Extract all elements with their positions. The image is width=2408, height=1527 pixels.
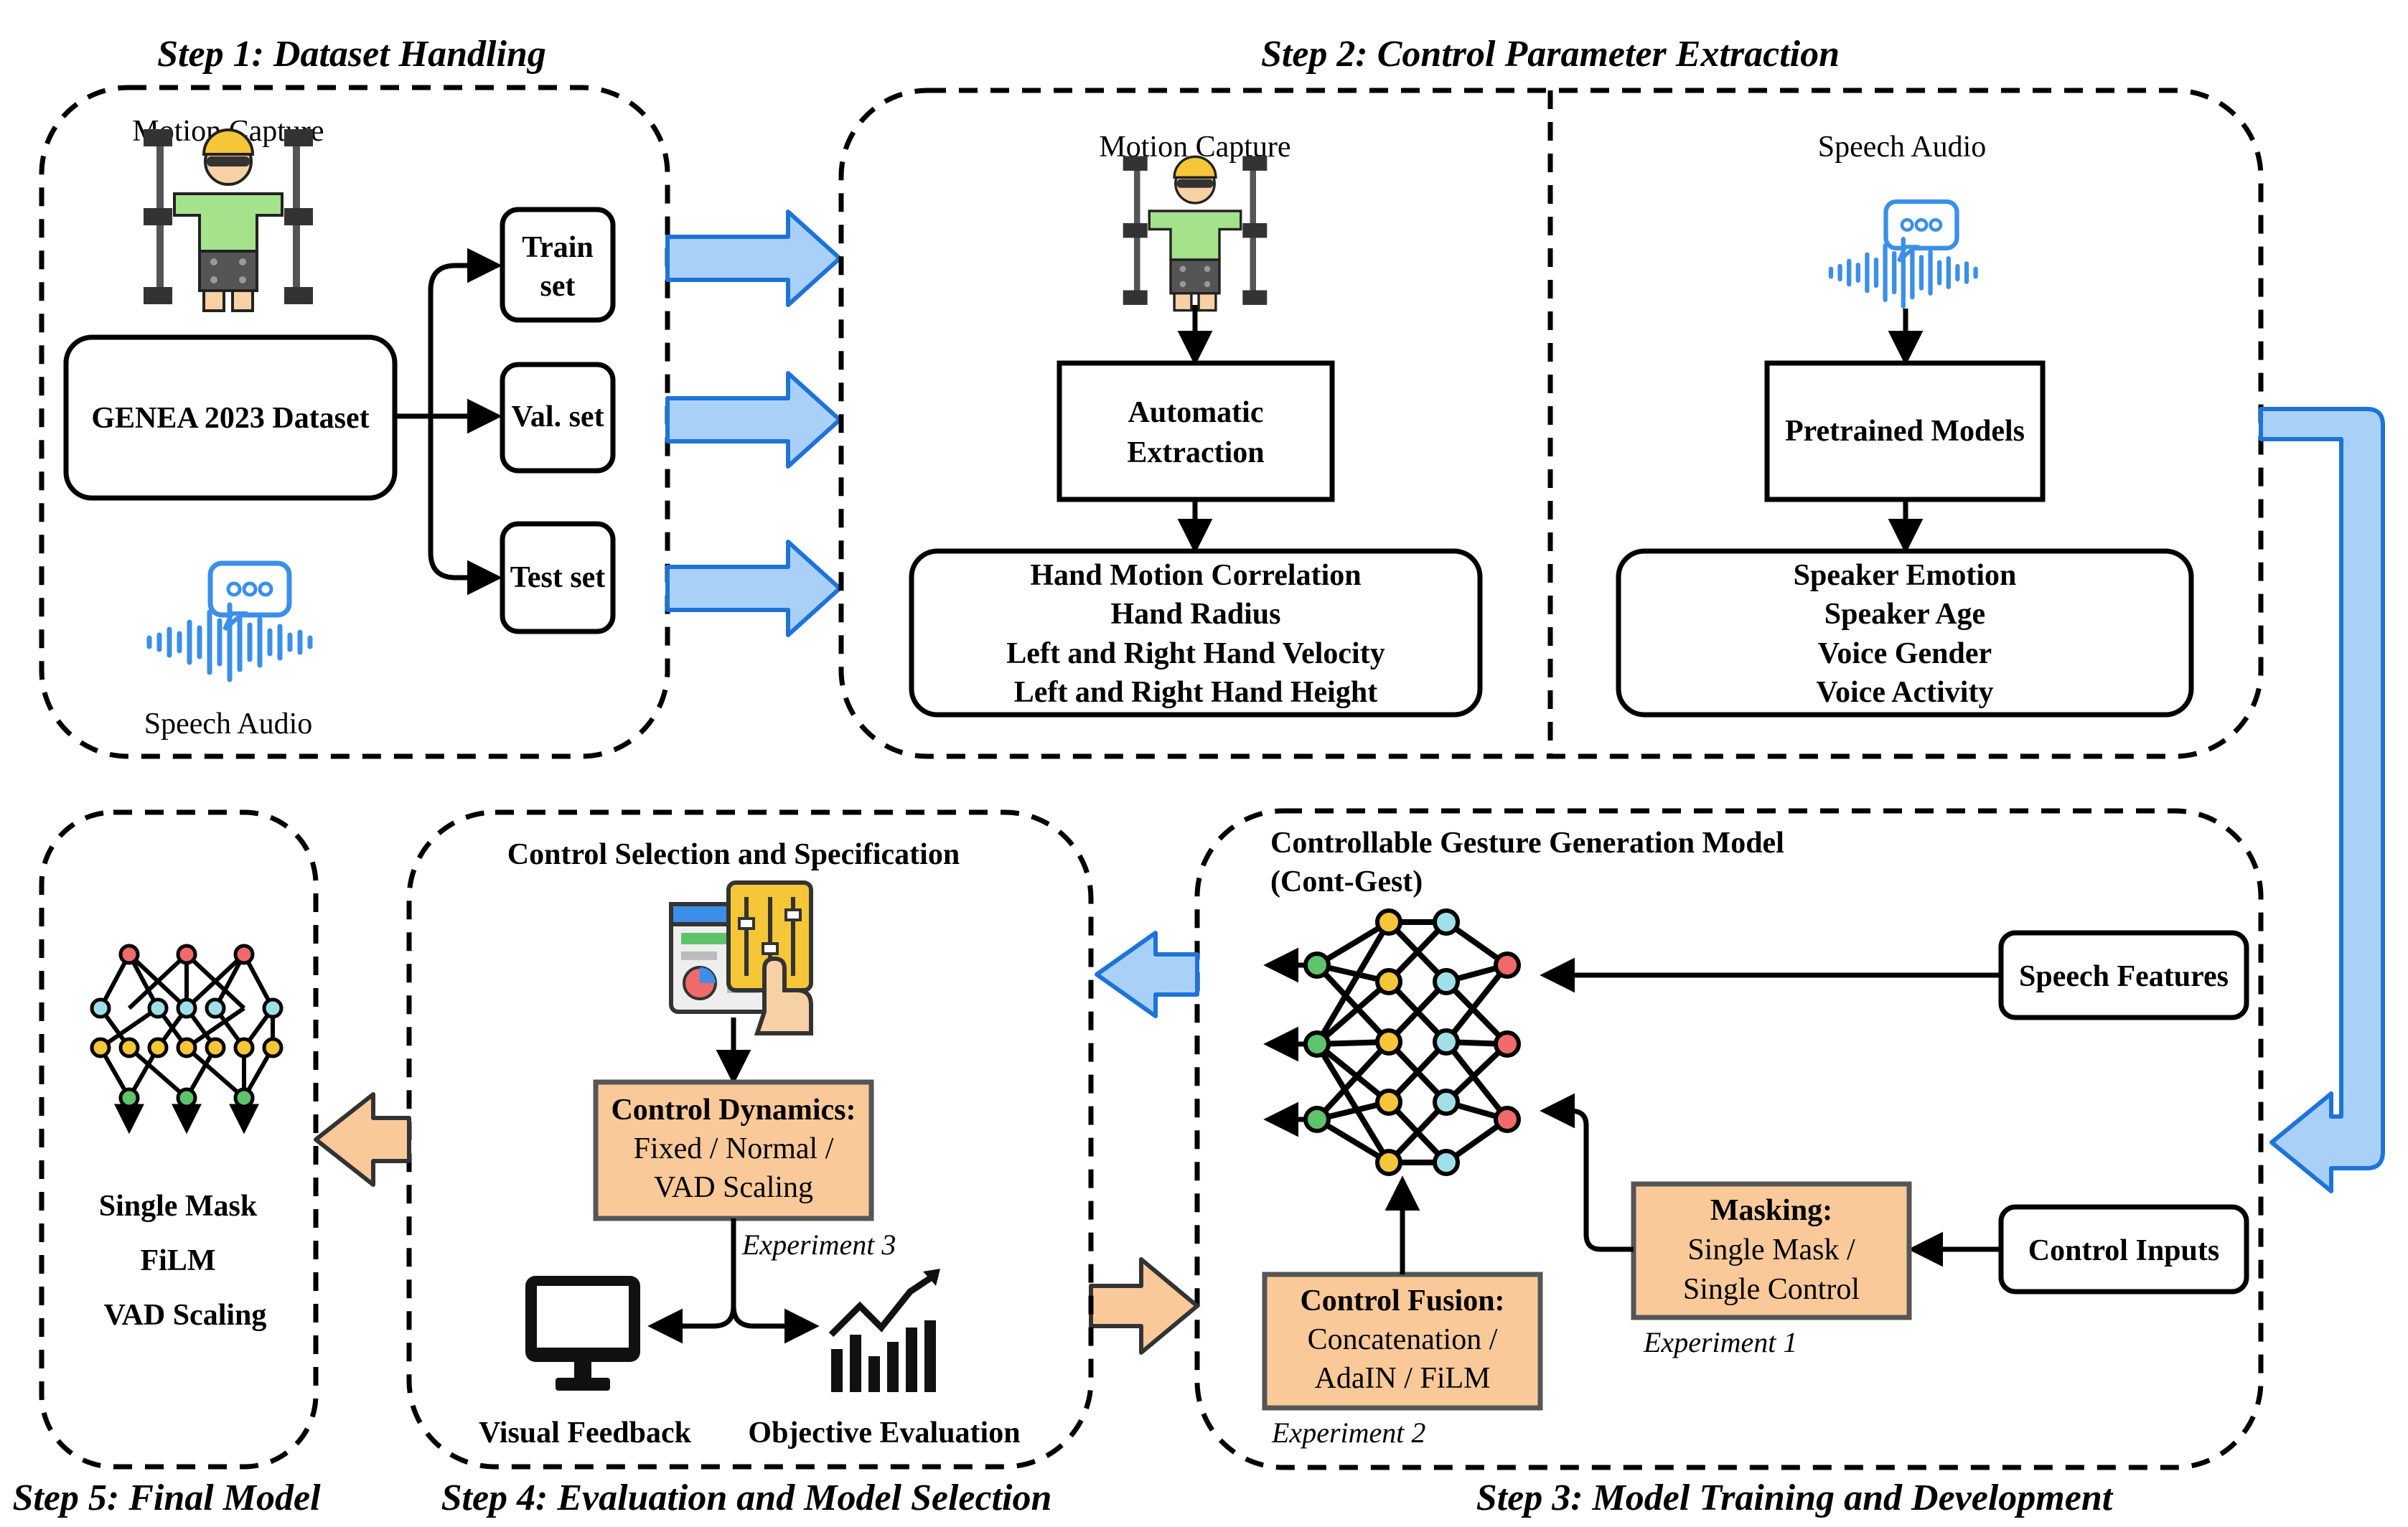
final-model-item-1: Single Mask xyxy=(99,1190,258,1223)
val-set-box xyxy=(500,362,616,474)
final-model-item-2: FiLM xyxy=(141,1244,216,1277)
masking-line-1: Single Mask / xyxy=(1687,1234,1855,1267)
masking-to-network-arrow xyxy=(1540,1093,1634,1252)
speech-param-2: Speaker Age xyxy=(1824,598,1985,631)
dynamics-line-1: Fixed / Normal / xyxy=(634,1132,834,1165)
speech-param-1: Speaker Emotion xyxy=(1794,559,2017,592)
blue-arrow-train xyxy=(665,210,842,307)
step4-section-title: Control Selection and Specification xyxy=(507,838,960,871)
blue-arrow-test xyxy=(665,540,842,637)
bar-chart-icon xyxy=(828,1269,940,1392)
dynamics-line-2: VAD Scaling xyxy=(654,1171,813,1204)
step2-audio-label: Speech Audio xyxy=(1818,131,1986,164)
objective-eval-label: Objective Evaluation xyxy=(748,1416,1020,1450)
monitor-icon xyxy=(525,1276,640,1391)
step1-audio-label: Speech Audio xyxy=(144,708,312,741)
extraction-label-1: Automatic xyxy=(1128,396,1264,429)
masking-box xyxy=(1631,1181,1912,1320)
orange-arrow-step4-to-step3 xyxy=(1089,1257,1199,1355)
final-model-item-3: VAD Scaling xyxy=(104,1299,267,1332)
motion-param-4: Left and Right Hand Height xyxy=(1014,676,1377,709)
step3-container xyxy=(1194,808,2264,1470)
pretrained-models-label: Pretrained Models xyxy=(1785,415,2025,448)
step4-title: Step 4: Evaluation and Model Selection xyxy=(441,1477,1052,1518)
automatic-extraction-box xyxy=(1057,360,1335,502)
experiment-2-label: Experiment 2 xyxy=(1271,1416,1425,1449)
speech-param-4: Voice Activity xyxy=(1817,676,1994,709)
model-title-2: (Cont-Gest) xyxy=(1270,865,1423,898)
dynamics-to-objective-arrow xyxy=(731,1305,820,1344)
motion-capture-icon xyxy=(1121,154,1269,312)
step5-title: Step 5: Final Model xyxy=(12,1477,321,1518)
masking-line-2: Single Control xyxy=(1683,1273,1860,1306)
step5-container xyxy=(39,809,319,1470)
neural-network-icon xyxy=(1263,908,1521,1176)
fusion-line-1: Concatenation / xyxy=(1308,1323,1498,1356)
step2-title: Step 2: Control Parameter Extraction xyxy=(1261,34,1840,75)
experiment-3-label: Experiment 3 xyxy=(741,1228,896,1261)
step1-title: Step 1: Dataset Handling xyxy=(157,34,546,75)
test-set-label: Test set xyxy=(510,561,606,594)
extraction-label-2: Extraction xyxy=(1127,436,1264,469)
speech-audio-icon xyxy=(1831,202,1976,306)
blue-arrow-step3-to-step4 xyxy=(1095,931,1199,1018)
control-fusion-box xyxy=(1262,1272,1543,1411)
motion-param-1: Hand Motion Correlation xyxy=(1030,559,1361,592)
control-inputs-label: Control Inputs xyxy=(2028,1234,2219,1267)
neural-network-icon xyxy=(90,944,284,1134)
dataset-label: GENEA 2023 Dataset xyxy=(91,402,369,435)
to-train-arrow xyxy=(428,248,502,416)
fusion-title: Control Fusion: xyxy=(1300,1284,1504,1317)
dynamics-title: Control Dynamics: xyxy=(611,1094,856,1127)
speech-features-label: Speech Features xyxy=(2019,960,2229,993)
train-set-label-2: set xyxy=(540,270,576,303)
train-set-label-1: Train xyxy=(522,231,594,264)
val-set-label: Val. set xyxy=(511,400,604,433)
model-title-1: Controllable Gesture Generation Model xyxy=(1270,827,1784,860)
to-test-arrow xyxy=(428,416,502,596)
pretrained-models-box xyxy=(1764,360,2046,502)
step3-title: Step 3: Model Training and Development xyxy=(1476,1477,2114,1518)
blue-arrow-val xyxy=(665,371,842,469)
control-panel-icon xyxy=(669,880,813,1035)
test-set-box xyxy=(500,521,616,634)
blue-arrow-step2-to-step3 xyxy=(2259,407,2385,1193)
fusion-line-2: AdaIN / FiLM xyxy=(1315,1362,1491,1395)
speech-audio-icon xyxy=(149,563,310,680)
experiment-1-label: Experiment 1 xyxy=(1643,1326,1797,1358)
motion-param-2: Hand Radius xyxy=(1111,598,1281,631)
motion-capture-icon xyxy=(142,128,314,312)
motion-params-box xyxy=(909,548,1483,718)
speech-param-3: Voice Gender xyxy=(1818,637,1992,670)
speech-params-box xyxy=(1616,548,2194,718)
masking-title: Masking: xyxy=(1710,1194,1832,1227)
train-set-box xyxy=(500,207,616,323)
dynamics-to-visual-arrow xyxy=(647,1218,736,1344)
visual-feedback-label: Visual Feedback xyxy=(479,1416,692,1450)
orange-arrow-step4-to-step5 xyxy=(314,1092,411,1187)
motion-param-3: Left and Right Hand Velocity xyxy=(1006,637,1385,670)
